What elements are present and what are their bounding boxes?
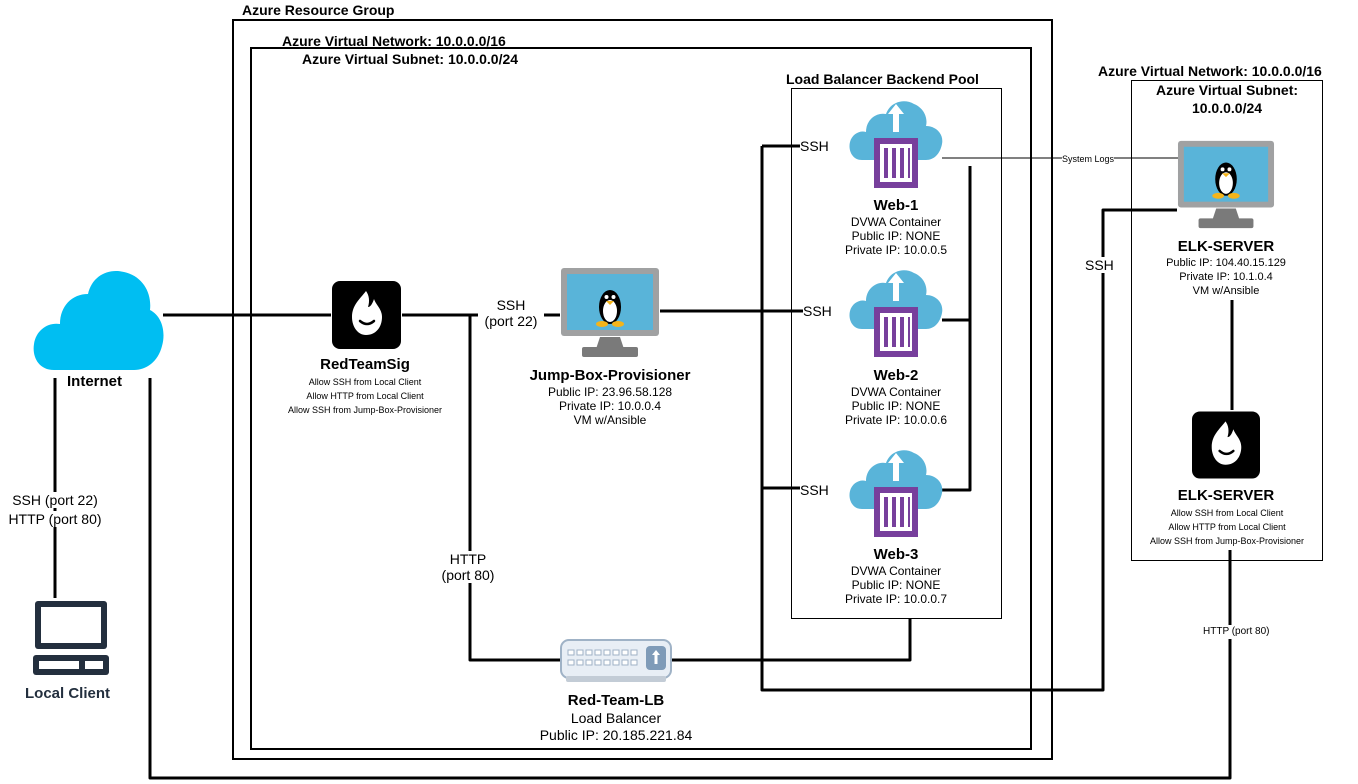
- subnet-elk-title-line2: 10.0.0.0/24: [1191, 100, 1263, 116]
- edge-web2-ssh-label: SSH: [803, 303, 832, 319]
- security-group-icon[interactable]: [1192, 411, 1260, 479]
- jumpbox-name: Jump-Box-Provisioner: [529, 367, 691, 384]
- elk-vm-info-line: VM w/Ansible: [1192, 285, 1260, 297]
- elk-vm-name: ELK-SERVER: [1177, 238, 1275, 255]
- elk-sg-rule: Allow HTTP from Local Client: [1168, 522, 1286, 532]
- linux-vm-icon[interactable]: [1177, 139, 1275, 231]
- web-info-line: Private IP: 10.0.0.7: [844, 592, 948, 606]
- local-client-label: Local Client: [25, 685, 111, 702]
- edge-system-logs-label: System Logs: [1062, 152, 1115, 166]
- backend-pool-title: Load Balancer Backend Pool: [786, 71, 979, 87]
- lb-info-line: Load Balancer: [570, 710, 662, 726]
- wire-http-lb: [468, 315, 563, 662]
- edge-jump-ssh-line1: SSH: [496, 297, 526, 313]
- edge-lb-http-line2: (port 80): [441, 567, 495, 583]
- edge-jump-ssh-line2: (port 22): [484, 313, 538, 329]
- elk-sg-rule: Allow SSH from Local Client: [1170, 508, 1284, 518]
- subnet-elk-box: [1131, 80, 1323, 561]
- elk-vm-info-line: Public IP: 104.40.15.129: [1166, 257, 1286, 269]
- internet-label: Internet: [67, 373, 123, 390]
- subnet-elk-title-line1: Azure Virtual Subnet:: [1155, 82, 1299, 98]
- security-group-icon[interactable]: [332, 281, 401, 349]
- web-info-line: Private IP: 10.0.0.5: [844, 243, 948, 257]
- web-info-line: DVWA Container: [850, 215, 942, 229]
- vnet-elk-title: Azure Virtual Network: 10.0.0.0/16: [1098, 63, 1322, 79]
- elk-vm-info: Public IP: 104.40.15.129 Private IP: 10.…: [1146, 256, 1306, 298]
- wire-lb-pool: [672, 618, 912, 662]
- laptop-icon[interactable]: [31, 599, 111, 679]
- subnet-main-title: Azure Virtual Subnet: 10.0.0.0/24: [302, 51, 519, 67]
- edge-jump-ssh-label: SSH (port 22): [478, 297, 544, 329]
- elk-sg-name: ELK-SERVER: [1177, 487, 1275, 504]
- web-info-line: Public IP: NONE: [851, 399, 941, 413]
- wire-bus-vertical: [760, 146, 1177, 692]
- resource-group-title: Azure Resource Group: [242, 2, 395, 18]
- cloud-icon: [33, 270, 164, 370]
- elk-vm-info-line: Private IP: 10.1.0.4: [1179, 271, 1273, 283]
- redteamsig-rule: Allow SSH from Jump-Box-Provisioner: [287, 405, 443, 415]
- elk-sg-rules: Allow SSH from Local Client Allow HTTP f…: [1131, 506, 1323, 548]
- web-info-line: Public IP: NONE: [851, 229, 941, 243]
- jumpbox-info: Public IP: 23.96.58.128 Private IP: 10.0…: [510, 385, 710, 427]
- web1-info: DVWA Container Public IP: NONE Private I…: [816, 215, 976, 257]
- jumpbox-info-line: VM w/Ansible: [573, 413, 647, 427]
- edge-lb-http-line1: HTTP: [449, 551, 487, 567]
- vnet-main-title: Azure Virtual Network: 10.0.0.0/16: [282, 33, 506, 49]
- tux-icon: [1212, 162, 1240, 199]
- edge-elk-ssh-label: SSH: [1085, 257, 1114, 273]
- jumpbox-info-line: Private IP: 10.0.0.4: [558, 399, 662, 413]
- wire-web-right-3: [942, 320, 972, 492]
- redteamsig-rule: Allow SSH from Local Client: [308, 377, 422, 387]
- lb-name: Red-Team-LB: [567, 692, 665, 709]
- vnet-main-box: [250, 47, 1032, 750]
- redteamsig-rule: Allow HTTP from Local Client: [306, 391, 424, 401]
- jumpbox-info-line: Public IP: 23.96.58.128: [547, 385, 673, 399]
- web2-name: Web-2: [873, 367, 919, 384]
- web-info-line: DVWA Container: [850, 385, 942, 399]
- edge-client-http-label: HTTP (port 80): [1, 511, 109, 527]
- edge-web3-ssh-label: SSH: [800, 482, 829, 498]
- web1-name: Web-1: [873, 197, 919, 214]
- web-info-line: Private IP: 10.0.0.6: [844, 413, 948, 427]
- wire-outer-http: [148, 378, 1232, 780]
- tux-icon: [596, 290, 624, 327]
- web-info-line: DVWA Container: [850, 564, 942, 578]
- web2-info: DVWA Container Public IP: NONE Private I…: [816, 385, 976, 427]
- resource-group-box: [232, 19, 1053, 760]
- edge-lb-http-label: HTTP (port 80): [432, 551, 504, 583]
- elk-sg-rule: Allow SSH from Jump-Box-Provisioner: [1149, 536, 1305, 546]
- linux-vm-icon[interactable]: [560, 267, 660, 359]
- lb-info-line: Public IP: 20.185.221.84: [539, 727, 693, 743]
- lb-info: Load Balancer Public IP: 20.185.221.84: [500, 710, 732, 744]
- load-balancer-icon[interactable]: [560, 638, 672, 684]
- container-cloud-icon[interactable]: [848, 447, 944, 539]
- edge-web1-ssh-label: SSH: [800, 138, 829, 154]
- redteamsig-name: RedTeamSig: [320, 356, 410, 373]
- backend-pool-box: [791, 88, 1002, 619]
- web-info-line: Public IP: NONE: [851, 578, 941, 592]
- subnet-elk-title: Azure Virtual Subnet: 10.0.0.0/24: [1131, 81, 1323, 117]
- edge-client-ssh-label: SSH (port 22): [3, 492, 107, 508]
- container-cloud-icon[interactable]: [848, 267, 944, 359]
- edge-elk-http-label: HTTP (port 80): [1203, 625, 1270, 639]
- redteamsig-rules: Allow SSH from Local Client Allow HTTP f…: [260, 375, 470, 417]
- web3-info: DVWA Container Public IP: NONE Private I…: [816, 564, 976, 606]
- web3-name: Web-3: [873, 546, 919, 563]
- container-cloud-icon[interactable]: [848, 98, 944, 190]
